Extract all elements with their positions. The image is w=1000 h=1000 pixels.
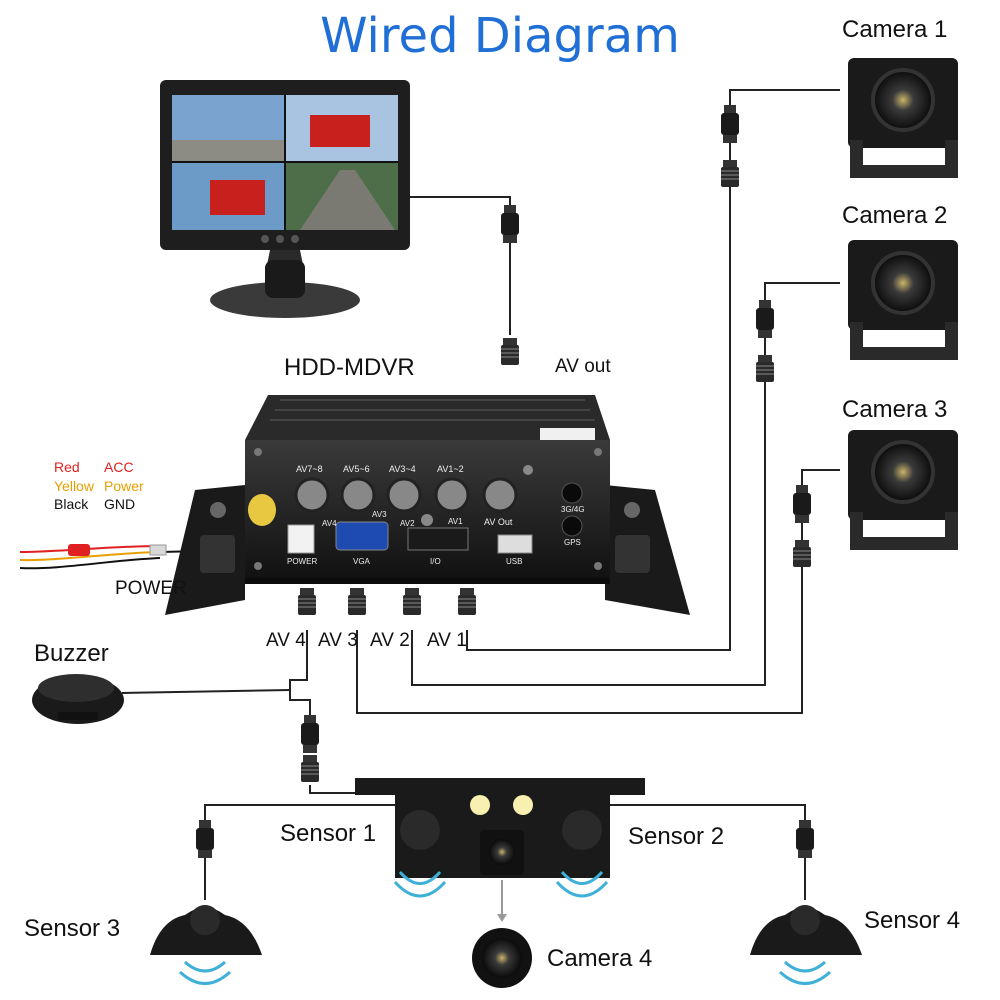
- wire-monitor: [405, 196, 511, 240]
- power-connector: [149, 544, 167, 556]
- wire-power-black: [19, 557, 161, 570]
- connector-av-out: [500, 337, 520, 366]
- sensor-3-label: Sensor 3: [24, 915, 121, 942]
- wire-red-name: Red: [54, 459, 80, 475]
- wire-black-function: GND: [104, 496, 136, 512]
- sensor-3: [150, 905, 262, 985]
- port-av-1: [457, 587, 477, 616]
- wire-sensor-4: [610, 804, 806, 900]
- camera-4: [472, 928, 532, 988]
- panel-gps: GPS: [564, 538, 581, 547]
- connector-camera-2-plug: [756, 300, 774, 338]
- port-av-4-label: AV 4: [266, 630, 306, 651]
- monitor: [160, 80, 410, 318]
- dvr-unit: [165, 395, 690, 615]
- sensor-4: [750, 905, 862, 985]
- panel-av1: AV1: [448, 517, 463, 526]
- wire-yellow-name: Yellow: [54, 478, 94, 494]
- panel-av2: AV2: [400, 519, 415, 528]
- dvr-label: HDD-MDVR: [284, 354, 415, 381]
- sensor-1-label: Sensor 1: [280, 820, 377, 847]
- panel-av3: AV3: [372, 510, 387, 519]
- port-av-3-label: AV 3: [318, 630, 358, 651]
- port-av-3: [347, 587, 367, 616]
- wire-camera-3: [356, 469, 840, 714]
- buzzer-label: Buzzer: [34, 640, 109, 667]
- port-av-4: [297, 587, 317, 616]
- camera-4-label: Camera 4: [547, 945, 653, 972]
- sensor-camera-unit: [355, 778, 645, 922]
- panel-3g4g: 3G/4G: [561, 505, 585, 514]
- connector-sensor-4: [796, 820, 814, 858]
- panel-av1-2: AV1~2: [437, 464, 464, 474]
- buzzer: [32, 674, 124, 724]
- port-av-1-label: AV 1: [427, 630, 467, 651]
- panel-av3-4: AV3~4: [389, 464, 416, 474]
- wire-black-name: Black: [54, 496, 89, 512]
- connector-sensor-3: [196, 820, 214, 858]
- panel-av7-8: AV7~8: [296, 464, 323, 474]
- camera-2: [848, 240, 958, 360]
- diagram-title: Wired Diagram: [320, 8, 680, 64]
- av-out-label: AV out: [555, 356, 611, 377]
- wire-power-yellow: [19, 551, 161, 562]
- wire-red-function: ACC: [104, 459, 134, 475]
- camera-3: [848, 430, 958, 550]
- panel-power: POWER: [287, 557, 318, 566]
- camera-1: [848, 58, 958, 178]
- connector-av-4-plug: [301, 715, 319, 753]
- panel-av4: AV4: [322, 519, 337, 528]
- camera-2-label: Camera 2: [842, 202, 948, 229]
- connector-camera-3-socket: [792, 539, 812, 568]
- wire-camera-1: [466, 89, 840, 651]
- wire-yellow-function: Power: [104, 478, 144, 494]
- wire-sensor-3: [204, 804, 400, 900]
- sensor-2-label: Sensor 2: [628, 823, 725, 850]
- connector-monitor: [501, 205, 519, 243]
- panel-vga: VGA: [353, 557, 370, 566]
- fuse-holder: [68, 544, 90, 556]
- port-av-2-label: AV 2: [370, 630, 410, 651]
- panel-av-out: AV Out: [484, 517, 513, 527]
- connector-camera-3-plug: [793, 485, 811, 523]
- panel-usb: USB: [506, 557, 523, 566]
- connector-camera-1-socket: [720, 159, 740, 188]
- power-label: POWER: [115, 578, 187, 599]
- camera-3-label: Camera 3: [842, 396, 948, 423]
- panel-io: I/O: [430, 557, 441, 566]
- connector-camera-2-socket: [755, 354, 775, 383]
- connector-camera-1-plug: [721, 105, 739, 143]
- panel-av5-6: AV5~6: [343, 464, 370, 474]
- wire-camera-2: [411, 282, 840, 686]
- port-av-2: [402, 587, 422, 616]
- sensor-4-label: Sensor 4: [864, 907, 961, 934]
- camera-1-label: Camera 1: [842, 16, 948, 43]
- connector-av-4-socket: [300, 754, 320, 783]
- wire-buzzer: [121, 689, 291, 694]
